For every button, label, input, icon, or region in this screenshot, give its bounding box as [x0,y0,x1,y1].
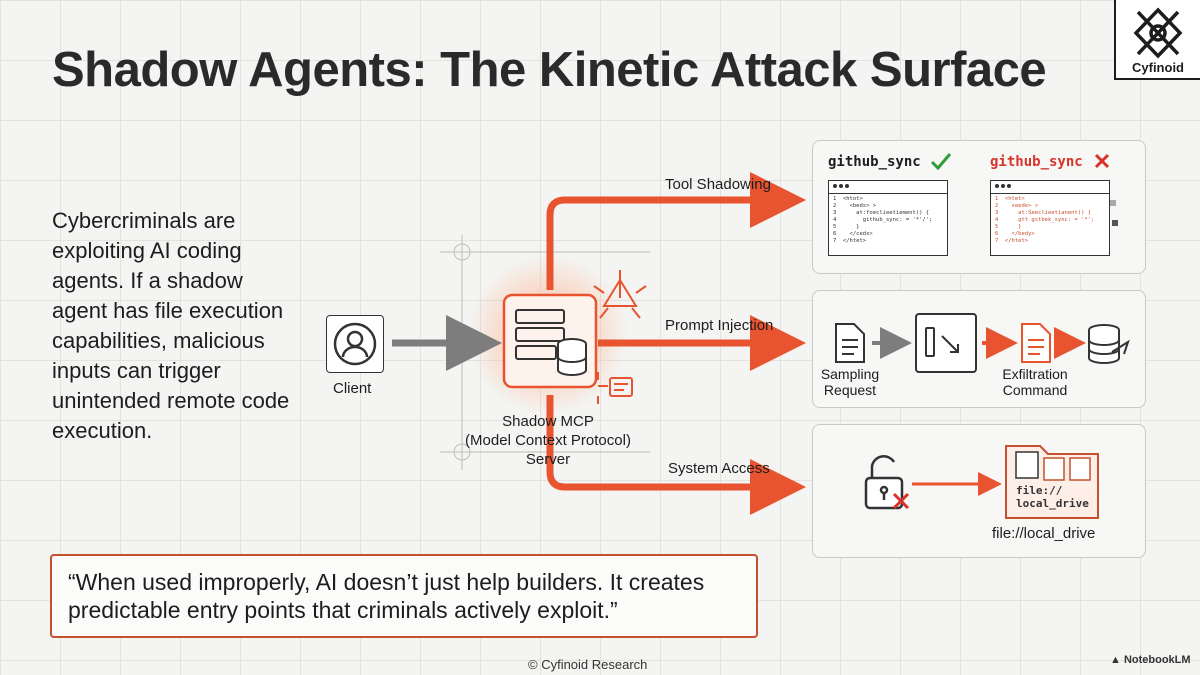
legit-code: 1 <htot> 2 <beds> > 3 at:foeclieetiement… [833,196,933,244]
notebooklm-icon: ▲ [1110,654,1121,666]
local-drive-folder-icon [1005,445,1099,519]
tool-shadowing-arrow [546,172,806,290]
database-exfil-icon [1088,324,1130,364]
exfiltration-command-icon [1021,323,1051,363]
folder-text: file:// local_drive [1016,484,1089,510]
user-icon [333,322,377,366]
sampling-request-label: Sampling Request [820,366,880,398]
server-label-line3: Server [525,451,571,468]
server-label-line1: Shadow MCP [502,413,594,430]
warning-icon [593,270,647,319]
execute-icon [597,372,633,404]
quote-text: “When used improperly, AI doesn’t just h… [68,569,705,623]
exfiltration-command-label: Exfiltration Command [1002,366,1068,398]
client-box [326,315,384,373]
broken-lock-icon [864,455,904,510]
brand-name: Cyfinoid [1132,60,1184,75]
server-label-line2: (Model Context Protocol) [465,432,631,449]
flow-label-tool-shadowing: Tool Shadowing [665,176,771,193]
legit-code-window: 1 <htot> 2 <beds> > 3 at:foeclieetiement… [828,180,948,256]
injection-process-icon [915,313,977,373]
check-icon [930,153,952,171]
client-label: Client [333,380,372,397]
malicious-code: 1 <htet> 2 seede> > 3 at:Seeclieetianent… [995,196,1095,244]
local-drive-caption: file://local_drive [992,525,1096,542]
malicious-tool-name: github_sync [990,154,1083,170]
flow-label-system-access: System Access [668,460,770,477]
intro-text: Cybercriminals are exploiting AI coding … [52,208,290,443]
cyfinoid-logo-icon [1133,7,1183,59]
notebooklm-watermark: ▲ NotebookLM [1110,654,1191,666]
legit-tool-name: github_sync [828,154,921,170]
server-icon [502,293,598,389]
footer-copyright: © Cyfinoid Research [528,657,648,672]
flow-label-prompt-injection: Prompt Injection [665,317,774,334]
sampling-request-icon [835,323,865,363]
page-title: Shadow Agents: The Kinetic Attack Surfac… [52,43,1047,97]
malicious-code-window: 1 <htet> 2 seede> > 3 at:Seeclieetianent… [990,180,1110,256]
brand-logo: Cyfinoid [1114,0,1200,80]
cross-icon [1094,153,1110,169]
notebooklm-label: NotebookLM [1123,654,1191,666]
server-label: Shadow MCP (Model Context Protocol) Serv… [458,412,638,469]
system-access-arrow [546,395,806,515]
quote-box: “When used improperly, AI doesn’t just h… [50,554,758,638]
denied-x-icon [892,492,910,510]
